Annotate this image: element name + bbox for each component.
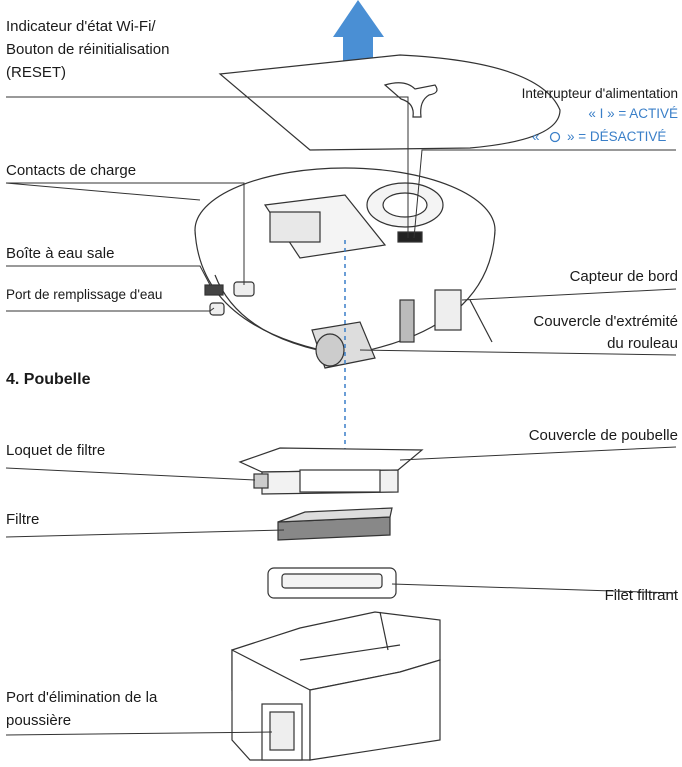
wifi-label-line1: Indicateur d'état Wi-Fi/ [6,18,156,35]
power-off-label: » = DÉSACTIVÉ [567,129,667,144]
filter-net [267,567,397,599]
power-off-prefix: « [532,129,540,144]
edge-sensor-label: Capteur de bord [569,268,678,285]
roller-cover-label-line1: Couvercle d'extrémité [533,313,678,330]
power-off-circle-icon [549,131,561,143]
filter-latch-label: Loquet de filtre [6,442,106,459]
top-lid [218,54,561,151]
wifi-label-line3: (RESET) [6,64,66,81]
dust-bin [231,611,441,761]
dirty-water-box-label: Boîte à eau sale [6,245,115,262]
power-on-label: « I » = ACTIVÉ [588,106,678,121]
filter [277,507,393,541]
dust-port-label-line2: poussière [6,712,72,729]
filter-label: Filtre [6,511,40,528]
power-switch-label: Interrupteur d'alimentation [521,86,678,101]
leader-lines [5,96,677,736]
filter-net-label: Filet filtrant [604,587,678,604]
section-title-bin: 4. Poubelle [6,371,91,388]
water-fill-port-label: Port de remplissage d'eau [6,287,163,302]
robot-body [194,167,496,369]
wifi-label-line2: Bouton de réinitialisation [6,41,170,58]
charge-contacts-label: Contacts de charge [6,162,137,179]
dust-port-label-line1: Port d'élimination de la [6,689,158,706]
bin-cover-label: Couvercle de poubelle [528,427,678,444]
bin-cover [238,447,424,495]
roller-cover-label-line2: du rouleau [607,335,678,352]
